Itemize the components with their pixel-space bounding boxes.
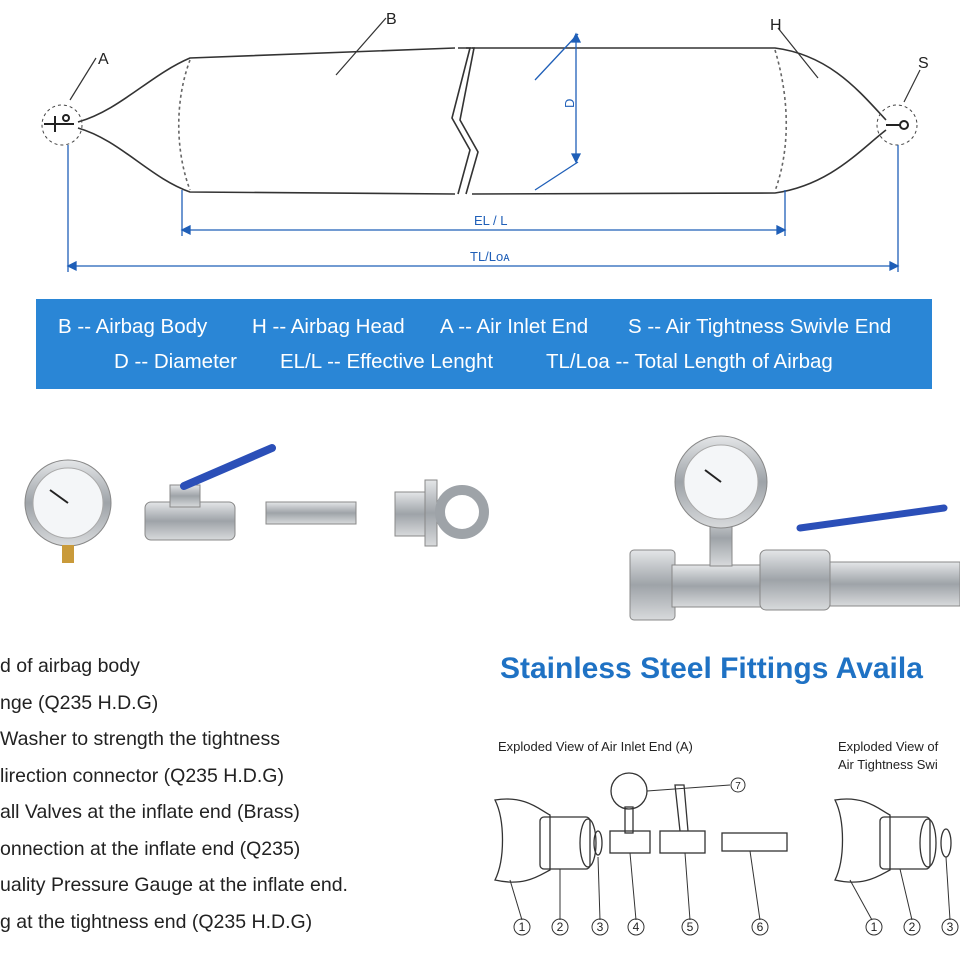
list-item: all Valves at the inflate end (Brass)	[0, 801, 300, 823]
fittings-photos	[24, 435, 960, 621]
swivel-end-circle	[876, 104, 918, 146]
list-item: Washer to strength the tightness	[0, 728, 281, 750]
list-item: nge (Q235 H.D.G)	[0, 691, 159, 714]
eye-connector-icon	[394, 479, 489, 547]
airbag-end-shape	[494, 798, 551, 883]
part-number: 3	[947, 920, 954, 934]
legend-item: A -- Air Inlet End	[440, 315, 589, 338]
legend-item: D -- Diameter	[114, 350, 238, 373]
list-item: lirection connector (Q235 H.D.G)	[0, 764, 284, 787]
legend-item: S -- Air Tightness Swivle End	[628, 315, 892, 338]
part-number: 4	[633, 920, 640, 934]
part-number: 5	[687, 920, 694, 934]
label-effective-length: EL / L	[474, 213, 507, 228]
exploded-views: 1 2 3 4 5 6 7 1 2 3	[494, 772, 959, 936]
label-h: H	[770, 17, 782, 34]
connector-part	[609, 830, 651, 854]
part-number: 2	[557, 920, 564, 934]
ball-valve-icon	[144, 444, 276, 541]
leader-b	[335, 17, 387, 76]
diameter-dimension	[534, 32, 582, 191]
total-length-dimension	[66, 145, 900, 272]
label-a: A	[98, 51, 109, 68]
pressure-gauge-icon	[24, 459, 112, 563]
list-item: g at the tightness end (Q235 H.D.G)	[0, 910, 313, 933]
tightness-exploded-title-2: Air Tightness Swi	[838, 757, 938, 772]
valve-part	[659, 830, 706, 854]
assembled-fitting-icon	[629, 435, 960, 621]
label-b: B	[386, 11, 397, 28]
label-diameter: D	[562, 99, 577, 108]
leader-a	[69, 57, 97, 101]
legend-item: EL/L -- Effective Lenght	[280, 350, 494, 373]
section-title: Stainless Steel Fittings Availa	[500, 652, 923, 685]
part-number: 2	[909, 920, 916, 934]
list-item: onnection at the inflate end (Q235)	[0, 837, 301, 860]
leader-s	[903, 69, 921, 103]
air-inlet-circle	[41, 104, 83, 146]
label-s: S	[918, 55, 929, 72]
part-number: 3	[597, 920, 604, 934]
part-number: 6	[757, 920, 764, 934]
part-number: 7	[735, 781, 741, 792]
legend-row-2: D -- Diameter EL/L -- Effective Lenght T…	[36, 347, 932, 377]
swivel-ring-icon	[886, 120, 909, 130]
list-item: uality Pressure Gauge at the inflate end…	[0, 874, 348, 896]
part-number: 1	[871, 920, 878, 934]
pipe-nipple-icon	[265, 501, 357, 525]
washer-part	[593, 830, 603, 856]
leader-h	[777, 27, 819, 79]
effective-length-dimension	[180, 190, 787, 236]
legend-row-1: B -- Airbag Body H -- Airbag Head A -- A…	[36, 312, 932, 342]
part-number: 1	[519, 920, 526, 934]
legend-item: H -- Airbag Head	[252, 315, 405, 338]
inlet-valve-icon	[44, 114, 74, 132]
legend-item: B -- Airbag Body	[58, 315, 208, 338]
legend-box: B -- Airbag Body H -- Airbag Head A -- A…	[36, 299, 932, 389]
tightness-exploded-title-1: Exploded View of	[838, 739, 939, 754]
flange-part	[539, 816, 591, 870]
pipe-part	[721, 832, 788, 852]
inlet-exploded-title: Exploded View of Air Inlet End (A)	[498, 739, 693, 754]
list-item: d of airbag body	[0, 655, 140, 677]
gauge-part	[610, 772, 648, 810]
label-total-length: TL/Lᴏᴀ	[470, 249, 510, 264]
airbag-dimension-diagram: B A H S D EL / L TL/Lᴏᴀ	[41, 11, 929, 272]
airbag-outline	[77, 47, 887, 195]
fittings-description-list: d of airbag body nge (Q235 H.D.G) Washer…	[0, 648, 470, 940]
legend-item: TL/Loa -- Total Length of Airbag	[546, 350, 833, 373]
